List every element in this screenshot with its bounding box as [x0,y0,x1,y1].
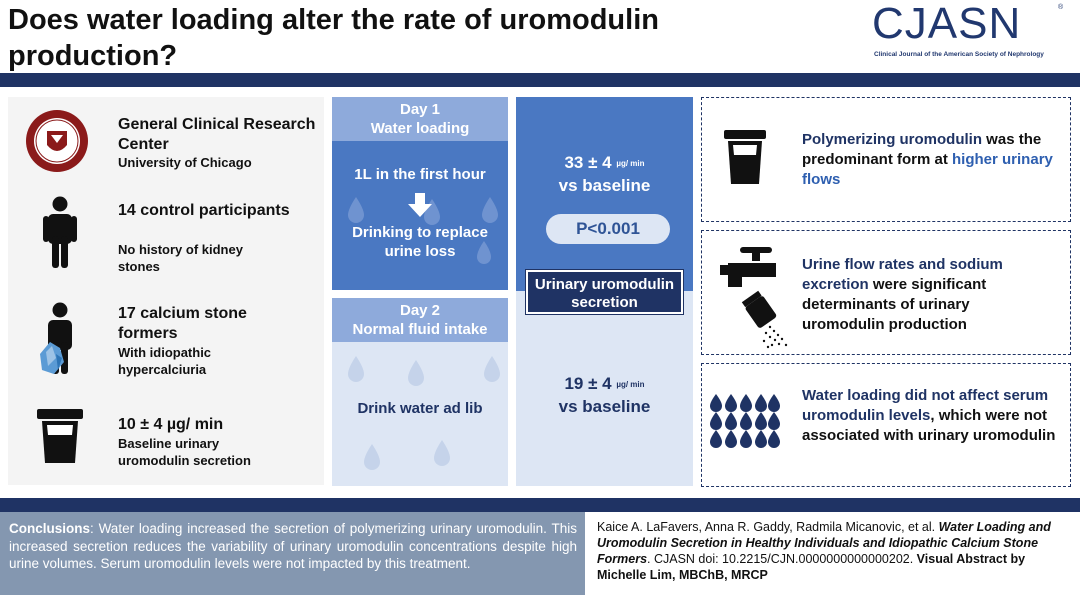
person-with-stone-icon [40,302,72,374]
conclusions-text: : Water loading increased the secretion … [9,521,577,571]
stone-formers-subtitle: With idiopathic hypercalciuria [118,345,212,377]
citation-title: Water Loading and Uromodulin Secretion i… [597,520,1051,566]
controls-subtitle: No history of kidney stones [118,242,243,274]
day1-panel: 1L in the first hour Drinking to replace… [332,141,508,290]
urine-cup-icon [37,409,83,463]
logo-wordmark: CJASN [872,0,1022,48]
cjasn-logo: CJASN ® Clinical Journal of the American… [872,0,1072,66]
day1-header: Day 1 Water loading [332,97,508,141]
light-water-drops-icon [348,356,500,470]
conclusions-label: Conclusions [9,521,91,536]
study-population-panel: General Clinical Research Center Univers… [8,97,324,485]
day1-label: Day 1 [399,101,441,118]
day1-result-value: 33 ± 4 µg/ min [564,153,645,172]
finding-3-text: Water loading did not affect serum uromo… [802,387,1056,444]
drops-grid-icon [710,394,780,448]
stone-formers-title: 17 calcium stone formers [118,305,247,342]
site-subtitle: University of Chicago [118,155,252,170]
day2-result-value: 19 ± 4 µg/ min [564,374,645,393]
day1-vs-baseline: vs baseline [558,176,651,195]
day2-result-panel: 19 ± 4 µg/ min vs baseline [516,291,693,486]
day2-vs-baseline: vs baseline [558,397,651,416]
citation-authors: Kaice A. LaFavers, Anna R. Gaddy, Radmil… [597,520,939,534]
university-of-chicago-seal-icon [26,110,88,172]
day1-result-panel: 33 ± 4 µg/ min vs baseline P<0.001 [516,97,693,291]
day1-amount-text: 1L in the first hour [354,166,486,183]
day1-replace-text: Drinking to replace urine loss [352,224,488,260]
down-arrow-icon [408,193,432,217]
day2-panel: Drink water ad lib [332,342,508,486]
baseline-value: 10 ± 4 µg/ min [118,416,224,433]
finding-2-text: Urine flow rates and sodium excretion we… [802,256,1003,333]
controls-title: 14 control participants [118,202,290,219]
day2-label: Day 2 [399,302,441,319]
day2-title: Normal fluid intake [352,321,488,338]
finding-polymerizing: Polymerizing uromodulin was the predomin… [701,97,1071,222]
citation: Kaice A. LaFavers, Anna R. Gaddy, Radmil… [597,519,1075,583]
person-icon [43,196,77,268]
tap-and-salt-icon [720,247,788,349]
baseline-label: Baseline urinary uromodulin secretion [118,436,251,468]
water-drops-icon [348,197,498,264]
citation-doi: . CJASN doi: 10.2215/CJN.000000000000020… [647,552,917,566]
day2-intake-text: Drink water ad lib [357,400,483,417]
finding-serum: Water loading did not affect serum uromo… [701,363,1071,487]
top-divider-bar [0,73,1080,87]
day1-title: Water loading [370,120,470,137]
citation-credit: Visual Abstract by Michelle Lim, MBChB, … [597,552,1026,582]
site-title: General Clinical Research Center [118,116,316,153]
day2-header: Day 2 Normal fluid intake [332,298,508,342]
page-title: Does water loading alter the rate of uro… [8,4,659,72]
conclusions-box: Conclusions: Water loading increased the… [0,512,585,595]
finding-urine-flow: Urine flow rates and sodium excretion we… [701,230,1071,355]
logo-subtitle: Clinical Journal of the American Society… [874,51,1044,58]
logo-registered-mark: ® [1058,4,1064,11]
urine-cup-icon [724,130,766,184]
bottom-divider-bar [0,498,1080,512]
urinary-uromodulin-label: Urinary uromodulin secretion [525,269,684,315]
p-value-badge: P<0.001 [546,214,670,244]
finding-1-text: Polymerizing uromodulin was the predomin… [802,131,1053,188]
